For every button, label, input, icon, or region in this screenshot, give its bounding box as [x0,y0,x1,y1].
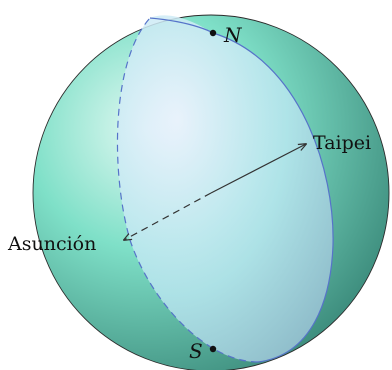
north-pole-dot [209,29,217,37]
asuncion-label: Asunción [7,233,96,255]
arrow-to-taipei [210,144,306,194]
great-circle-disk [117,15,334,362]
arrow-to-asuncion [124,192,212,240]
south-pole-dot [209,345,217,353]
south-pole-label: S [189,339,203,363]
taipei-label: Taipei [313,132,371,154]
great-circle-front-arc [149,17,334,363]
north-pole-label: N [223,23,243,47]
